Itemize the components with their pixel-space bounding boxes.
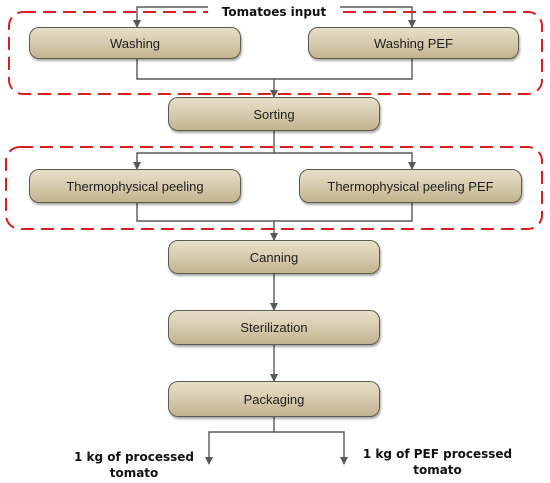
washing-pef-step: Washing PEF (308, 27, 519, 59)
packaging-to-pef-output-connector (274, 431, 348, 465)
peeling-to-canning-connector (136, 203, 278, 241)
sorting-to-peeling-connector (133, 131, 275, 170)
peeling-group-outline (5, 146, 543, 230)
sorting-to-peeling-pef-connector (274, 152, 416, 170)
thermophysical-peeling-pef-step: Thermophysical peeling PEF (299, 169, 522, 203)
packaging-step: Packaging (168, 381, 380, 417)
pef-processed-tomato-output-line1: 1 kg of PEF processed (362, 447, 513, 461)
washing-pef-to-sorting-connector (274, 59, 413, 80)
processed-tomato-output: 1 kg of processed tomato (64, 449, 204, 481)
processed-tomato-output-line2: tomato (109, 466, 159, 480)
washing-to-sorting-connector (136, 59, 278, 98)
processed-tomato-output-line1: 1 kg of processed (74, 450, 194, 464)
sorting-step: Sorting (168, 97, 380, 131)
pef-processed-tomato-output-line2: tomato (413, 463, 462, 477)
washing-step: Washing (29, 27, 241, 59)
packaging-to-output-connector (205, 417, 275, 465)
pef-processed-tomato-output: 1 kg of PEF processed tomato (350, 446, 525, 478)
sterilization-step: Sterilization (168, 310, 380, 345)
canning-step: Canning (168, 240, 380, 274)
peeling-pef-to-canning-connector (274, 203, 413, 222)
tomatoes-input-label: Tomatoes input (208, 4, 340, 20)
thermophysical-peeling-step: Thermophysical peeling (29, 169, 241, 203)
